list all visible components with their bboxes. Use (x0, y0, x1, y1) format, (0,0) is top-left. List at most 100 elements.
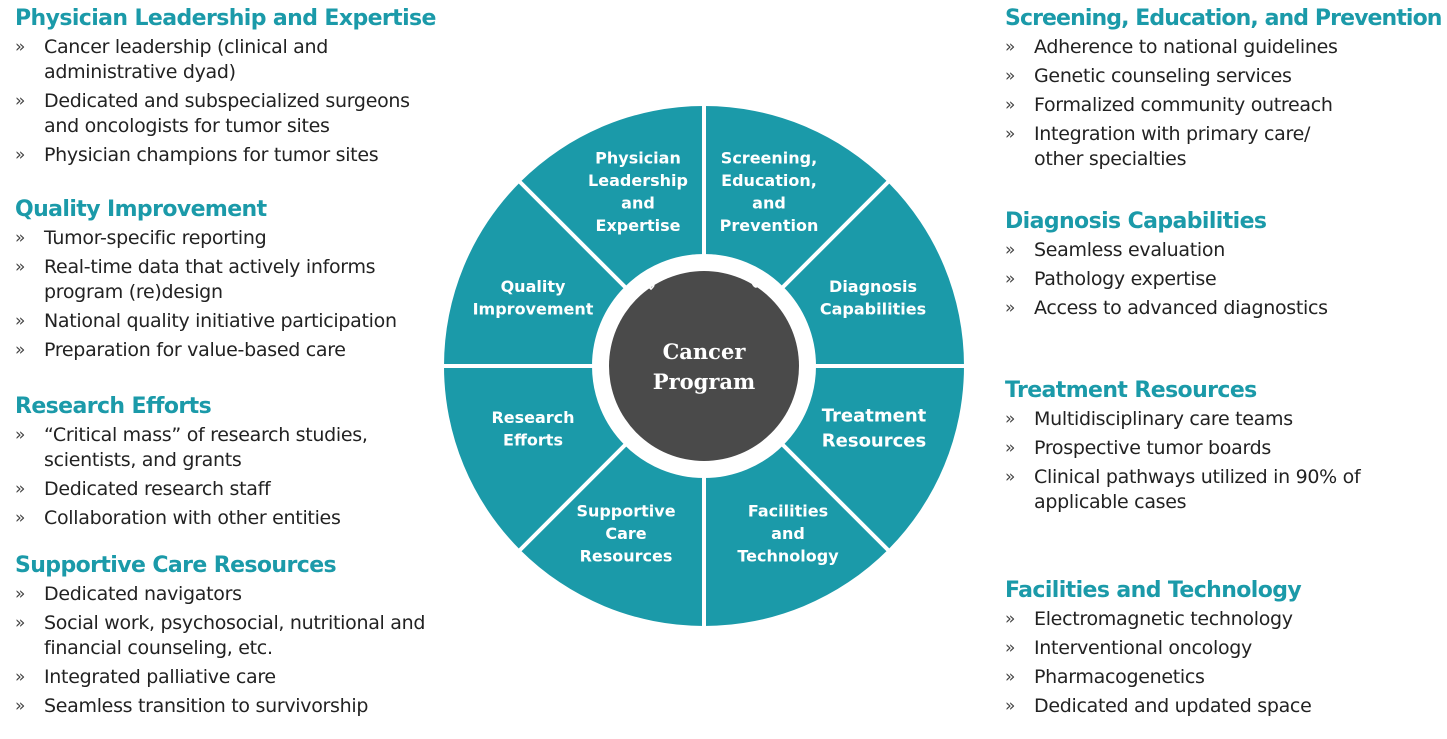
segment-physician-leadership (520, 106, 704, 287)
bullet-icon: » (15, 667, 26, 687)
bullet-icon: » (1005, 609, 1016, 629)
bullet-icon: » (1005, 667, 1016, 687)
section-diagnosis-capabilities: Diagnosis Capabilities »Seamless evaluat… (1005, 209, 1435, 325)
list-item: »Social work, psychosocial, nutritional … (15, 612, 426, 659)
segment-diagnosis-capabilities (783, 182, 964, 366)
item-list: »Electromagnetic technology »Interventio… (1005, 607, 1435, 719)
list-item: »Integration with primary care/ other sp… (1005, 123, 1311, 170)
item-list: »Cancer leadership (clinical and adminis… (15, 35, 445, 168)
segment-label-facilities-technology: Technology (737, 547, 839, 566)
section-title: Treatment Resources (1005, 378, 1257, 403)
list-item: »Dedicated research staff (15, 478, 271, 500)
bullet-icon: » (15, 613, 26, 633)
segment-research-efforts (444, 366, 625, 550)
segment-label-physician-leadership: Physician (595, 148, 681, 167)
item-list: »Seamless evaluation »Pathology expertis… (1005, 238, 1435, 321)
segment-label-research-efforts: Research (491, 408, 574, 427)
section-supportive-care: Supportive Care Resources »Dedicated nav… (15, 553, 455, 723)
bullet-icon: » (15, 91, 26, 111)
section-quality-improvement: Quality Improvement »Tumor-specific repo… (15, 197, 455, 367)
segment-label-screening-education: and (752, 193, 786, 212)
bullet-icon: » (1005, 240, 1016, 260)
segment-label-diagnosis-capabilities: Diagnosis (829, 277, 917, 296)
bullet-icon: » (15, 696, 26, 716)
list-item: »Cancer leadership (clinical and adminis… (15, 36, 329, 83)
list-item: »Dedicated navigators (15, 583, 242, 605)
list-item: »Genetic counseling services (1005, 65, 1292, 87)
section-title: Facilities and Technology (1005, 578, 1302, 603)
segment-facilities-technology (704, 445, 888, 626)
bullet-icon: » (15, 340, 26, 360)
segment-supportive-care (520, 445, 704, 626)
list-item: »Access to advanced diagnostics (1005, 297, 1328, 319)
segment-label-supportive-care: Supportive (576, 502, 675, 521)
list-item: »Seamless evaluation (1005, 239, 1225, 261)
segment-label-physician-leadership: Expertise (596, 216, 681, 235)
list-item: »National quality initiative participati… (15, 310, 397, 332)
section-title: Supportive Care Resources (15, 553, 337, 578)
bullet-icon: » (1005, 438, 1016, 458)
item-list: »Multidisciplinary care teams »Prospecti… (1005, 407, 1435, 515)
list-item: »Seamless transition to survivorship (15, 695, 369, 717)
list-item: »Real-time data that actively informs pr… (15, 256, 376, 303)
section-title: Research Efforts (15, 394, 212, 419)
list-item: »Dedicated and updated space (1005, 695, 1312, 717)
bullet-icon: » (1005, 66, 1016, 86)
section-title: Physician Leadership and Expertise (15, 6, 436, 31)
segment-label-quality-improvement: Improvement (473, 299, 594, 318)
segment-label-facilities-technology: and (771, 524, 805, 543)
bullet-icon: » (1005, 95, 1016, 115)
center-hub (609, 271, 799, 461)
section-research-efforts: Research Efforts »“Critical mass” of res… (15, 394, 455, 535)
segment-label-supportive-care: Care (605, 524, 646, 543)
bullet-icon: » (1005, 638, 1016, 658)
list-item: »“Critical mass” of research studies, sc… (15, 424, 368, 471)
list-item: »Collaboration with other entities (15, 507, 341, 529)
list-item: »Tumor-specific reporting (15, 227, 267, 249)
wheel-segments (444, 106, 964, 626)
list-item: »Pathology expertise (1005, 268, 1217, 290)
center-title-line2: Program (653, 369, 755, 394)
segment-divider (517, 442, 628, 553)
list-item: »Pharmacogenetics (1005, 666, 1205, 688)
bullet-icon: » (1005, 696, 1016, 716)
section-treatment-resources: Treatment Resources »Multidisciplinary c… (1005, 378, 1435, 519)
wheel-segment-labels: PhysicianLeadershipandExpertiseScreening… (473, 148, 927, 565)
bullet-icon: » (15, 584, 26, 604)
segment-divider (517, 179, 628, 290)
bullet-icon: » (15, 508, 26, 528)
list-item: »Physician champions for tumor sites (15, 144, 379, 166)
segment-divider (780, 179, 891, 290)
list-item: »Formalized community outreach (1005, 94, 1333, 116)
segment-label-quality-improvement: Quality (501, 277, 566, 296)
bullet-icon: » (1005, 467, 1016, 487)
bullet-icon: » (1005, 124, 1016, 144)
section-title: Quality Improvement (15, 197, 267, 222)
bullet-icon: » (15, 479, 26, 499)
segment-label-screening-education: Education, (721, 171, 817, 190)
bullet-icon: » (15, 228, 26, 248)
segment-label-research-efforts: Efforts (503, 430, 563, 449)
bullet-icon: » (15, 37, 26, 57)
center-title-line1: Cancer (663, 339, 747, 364)
segment-label-diagnosis-capabilities: Capabilities (820, 299, 926, 318)
list-item: »Adherence to national guidelines (1005, 36, 1338, 58)
bullet-icon: » (1005, 298, 1016, 318)
segment-label-screening-education: Prevention (720, 216, 819, 235)
bullet-icon: » (1005, 409, 1016, 429)
section-facilities-technology: Facilities and Technology »Electromagnet… (1005, 578, 1435, 723)
segment-label-facilities-technology: Facilities (748, 502, 828, 521)
segment-label-physician-leadership: and (621, 193, 655, 212)
bullet-icon: » (15, 257, 26, 277)
list-item: »Prospective tumor boards (1005, 437, 1271, 459)
item-list: »Dedicated navigators »Social work, psyc… (15, 582, 455, 719)
list-item: »Preparation for value-based care (15, 339, 346, 361)
segment-label-supportive-care: Resources (580, 547, 673, 566)
section-title: Screening, Education, and Prevention (1005, 6, 1442, 31)
section-title: Diagnosis Capabilities (1005, 209, 1267, 234)
bullet-icon: » (15, 145, 26, 165)
list-item: »Interventional oncology (1005, 637, 1252, 659)
bullet-icon: » (1005, 37, 1016, 57)
segment-label-physician-leadership: Leadership (588, 171, 688, 190)
